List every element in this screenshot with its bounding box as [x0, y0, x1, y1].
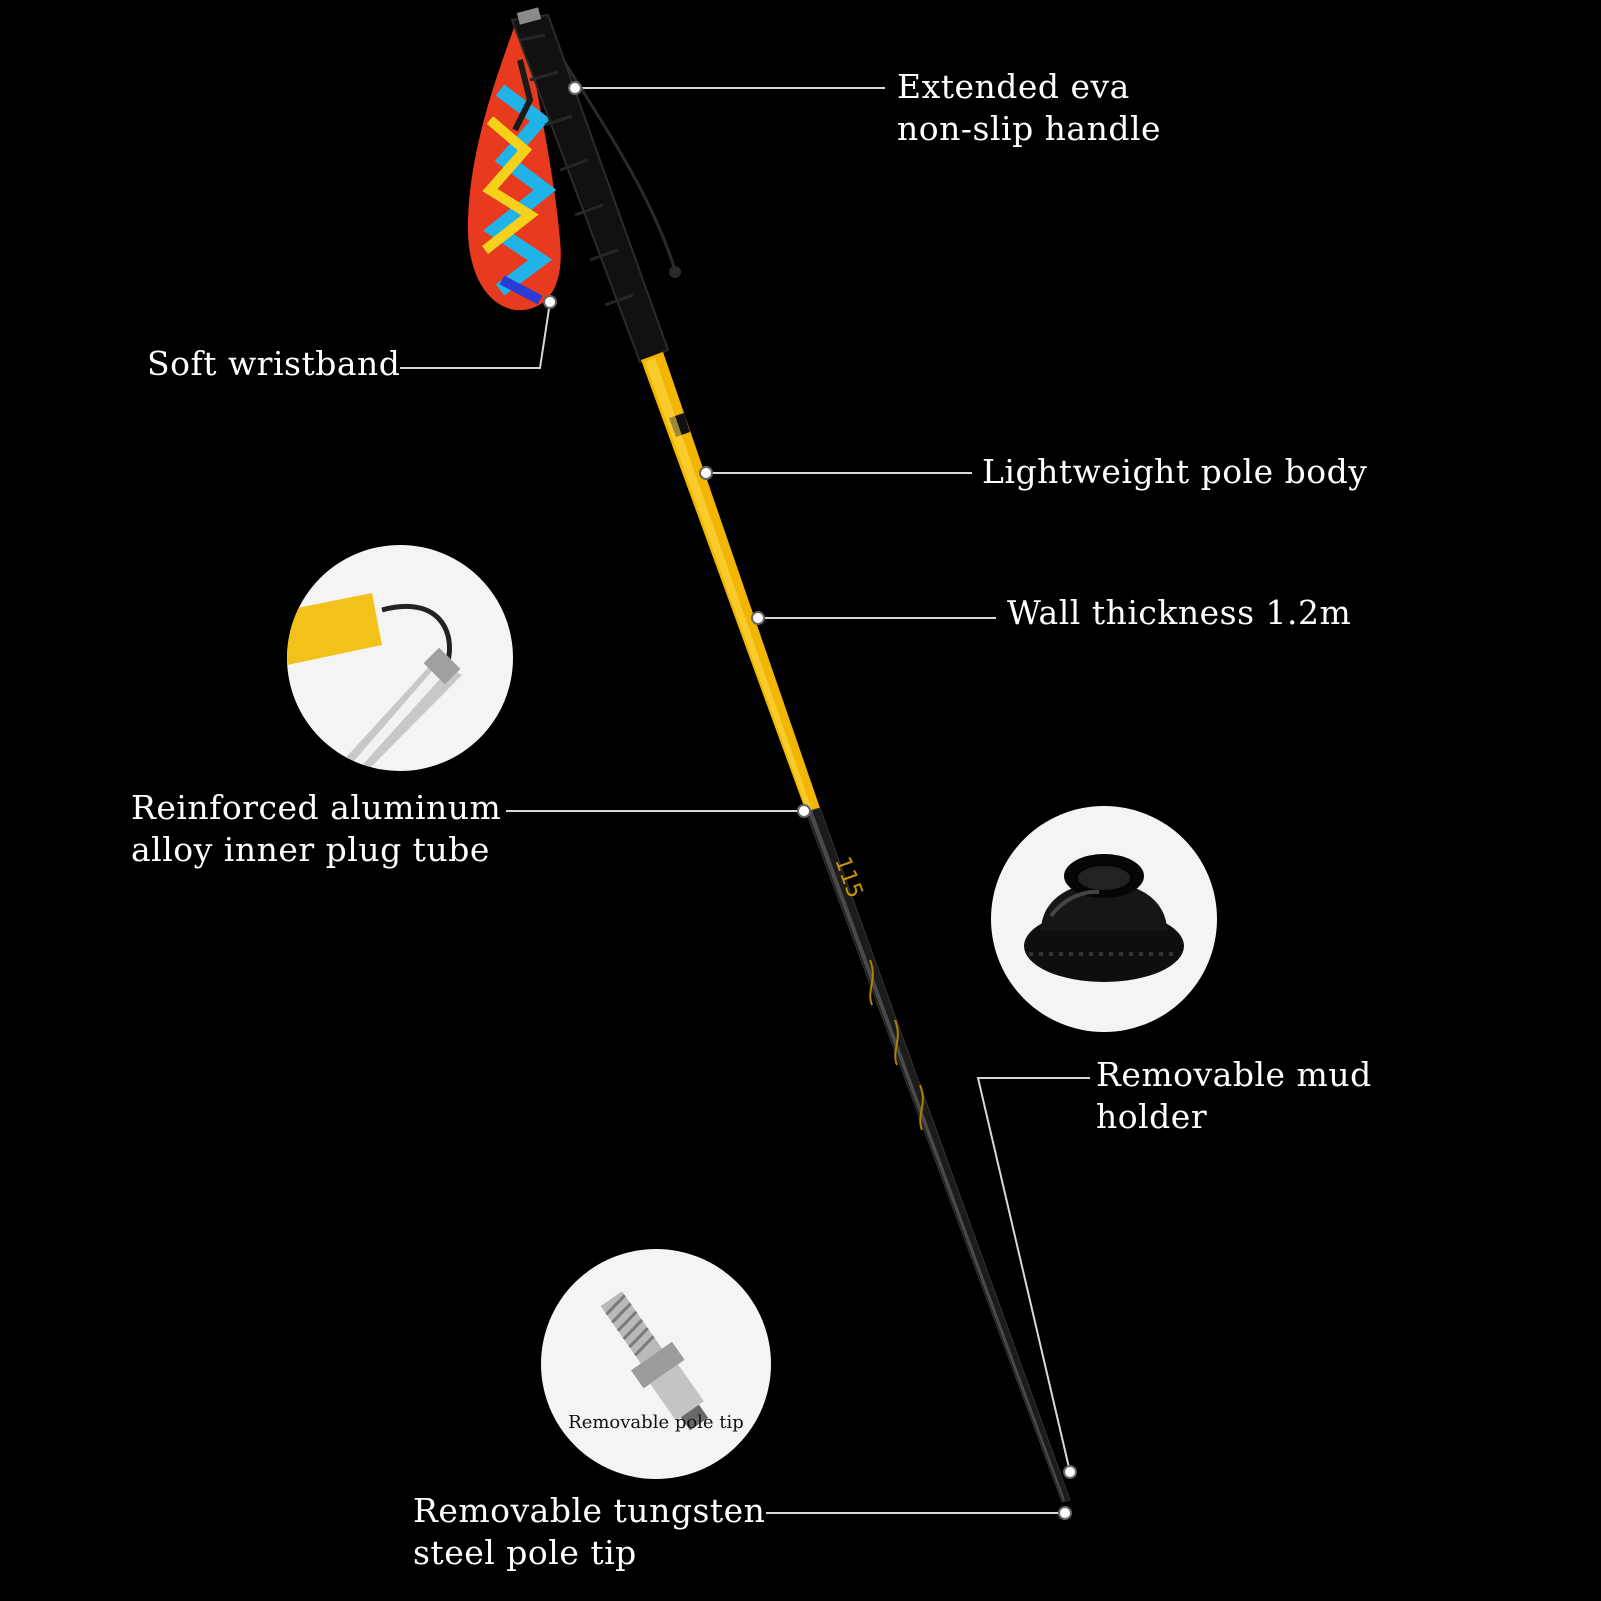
pole-tip-caption: Removable pole tip	[568, 1412, 744, 1433]
pole-tip-icon	[600, 1291, 709, 1431]
label-pole-body-line-1: Lightweight pole body	[982, 452, 1368, 491]
wristband-strap	[467, 25, 561, 311]
label-wall-thickness: Wall thickness 1.2m	[1007, 592, 1351, 634]
label-inner-tube-line-1: Reinforced aluminum	[131, 788, 502, 827]
label-wristband: Soft wristband	[147, 343, 400, 385]
label-pole-tip: Removable tungsten steel pole tip	[413, 1490, 765, 1574]
label-tip-line-1: Removable tungsten	[413, 1491, 766, 1530]
label-handle-line-2: non-slip handle	[897, 109, 1162, 148]
leader-lines	[400, 87, 1090, 1514]
leader-line-wristband	[400, 301, 551, 369]
mud-basket-icon	[1024, 854, 1184, 982]
label-wristband-line-1: Soft wristband	[147, 344, 401, 383]
mud-basket-detail-inset	[991, 806, 1217, 1032]
leader-line-mud-holder	[976, 1077, 1090, 1473]
aluminum-tube-icon	[287, 593, 462, 771]
label-pole-body: Lightweight pole body	[982, 451, 1367, 493]
label-mud-holder-line-1: Removable mud	[1096, 1055, 1372, 1094]
label-handle-line-1: Extended eva	[897, 67, 1130, 106]
label-wall-line-1: Wall thickness 1.2m	[1007, 593, 1352, 632]
label-tip-line-2: steel pole tip	[413, 1533, 637, 1572]
label-mud-holder-line-2: holder	[1096, 1097, 1208, 1136]
label-handle: Extended eva non-slip handle	[897, 66, 1161, 150]
pole-tip-detail-inset: Removable pole tip	[541, 1249, 771, 1479]
inner-tube-detail-inset	[287, 545, 513, 771]
callout-markers	[543, 81, 1077, 1520]
pole-marking: 115	[829, 854, 867, 902]
label-inner-tube-line-2: alloy inner plug tube	[131, 830, 490, 869]
label-mud-holder: Removable mud holder	[1096, 1054, 1372, 1138]
label-inner-tube: Reinforced aluminum alloy inner plug tub…	[131, 787, 501, 871]
